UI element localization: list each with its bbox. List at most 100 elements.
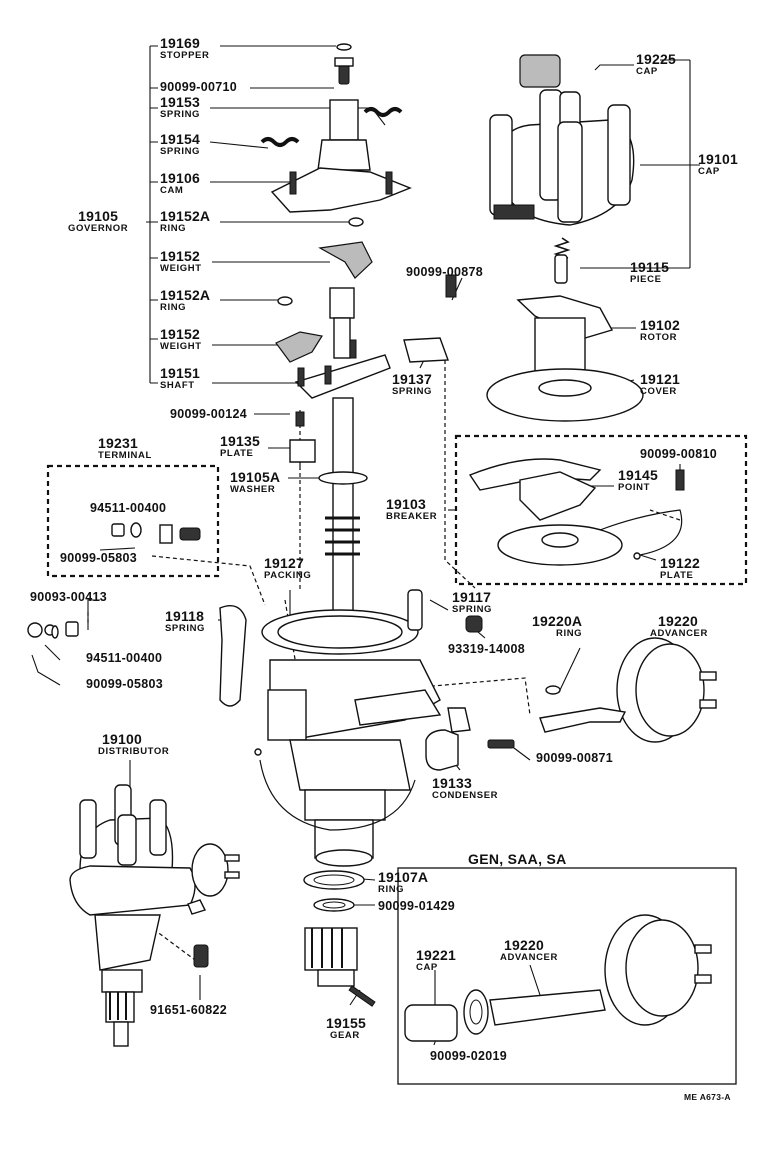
part-name: SHAFT xyxy=(160,380,195,391)
governor-bracket xyxy=(146,45,158,384)
part-name: PIECE xyxy=(630,274,662,285)
part-name: CAM xyxy=(160,185,184,196)
part-name: SPRING xyxy=(160,146,201,157)
part-number: 90099-00124 xyxy=(170,407,247,421)
callout-91651-60822: 91651-60822 xyxy=(150,1004,227,1017)
terminal-small-parts xyxy=(27,522,201,639)
part-name: SPRING xyxy=(165,623,206,634)
diagram-code: ME A673-A xyxy=(684,1092,731,1102)
part-number: 19118 xyxy=(165,608,205,624)
part-number: 19152A xyxy=(160,208,211,224)
part-number: 19133 xyxy=(432,775,472,791)
part-name: CONDENSER xyxy=(432,790,499,801)
part-number: 19152 xyxy=(160,248,200,264)
part-number: 94511-00400 xyxy=(86,651,163,665)
rotor-cover-parts xyxy=(403,274,644,422)
part-number: 19221 xyxy=(416,947,456,963)
part-name: COVER xyxy=(640,386,677,397)
part-number: 19102 xyxy=(640,317,680,333)
callout-94511-00400-box: 94511-00400 xyxy=(90,502,166,515)
part-name: SPRING xyxy=(160,109,201,120)
callout-90099-00124: 90099-00124 xyxy=(170,408,247,421)
part-number: 19151 xyxy=(160,365,200,381)
part-name: RING xyxy=(160,302,187,313)
part-number: 19105A xyxy=(230,469,281,485)
callout-90099-00871: 90099-00871 xyxy=(536,752,613,765)
part-name: BREAKER xyxy=(386,511,438,522)
part-number: 90099-00871 xyxy=(536,751,613,765)
callout-90099-00878: 90099-00878 xyxy=(406,266,483,279)
part-number: 19153 xyxy=(160,94,200,110)
part-number: 90099-00710 xyxy=(160,80,237,94)
part-name: ADVANCER xyxy=(650,628,708,639)
part-number: 19105 xyxy=(78,208,119,224)
part-name: POINT xyxy=(618,482,651,493)
callout-90099-01429: 90099-01429 xyxy=(378,900,455,913)
callout-94511-00400: 94511-00400 xyxy=(86,652,162,665)
callout-90099-00810: 90099-00810 xyxy=(640,448,717,461)
advancer-part xyxy=(465,615,717,749)
part-name: CAP xyxy=(416,962,438,973)
part-name: PLATE xyxy=(220,448,254,459)
part-name: WASHER xyxy=(230,484,276,495)
gear-ring-parts xyxy=(303,870,376,1007)
part-number: 90099-05803 xyxy=(60,551,137,565)
variant-group-box xyxy=(397,867,737,1085)
part-number: 19231 xyxy=(98,435,138,451)
callout-93319-14008: 93319-14008 xyxy=(448,643,525,656)
part-number: 19106 xyxy=(160,170,200,186)
part-number: 19121 xyxy=(640,371,680,387)
part-number: 90093-00413 xyxy=(30,590,107,604)
callout-90099-05803: 90099-05803 xyxy=(86,678,163,691)
part-number: 19117 xyxy=(452,589,492,605)
complete-distributor-part xyxy=(69,784,240,1047)
part-number: 19220 xyxy=(658,613,698,629)
part-name: GEAR xyxy=(330,1030,360,1041)
terminal-group-box xyxy=(46,464,220,578)
part-number: 90099-02019 xyxy=(430,1049,507,1063)
part-number: 90099-00878 xyxy=(406,265,483,279)
breaker-parts xyxy=(468,458,685,566)
part-number: 19103 xyxy=(386,496,426,512)
part-name: STOPPER xyxy=(160,50,210,61)
callout-90099-00710: 90099-00710 xyxy=(160,81,237,94)
part-name: SPRING xyxy=(392,386,433,397)
part-number: 19220A xyxy=(532,613,583,629)
part-number: 19169 xyxy=(160,35,200,51)
part-name: DISTRIBUTOR xyxy=(98,746,170,757)
part-number: 19154 xyxy=(160,131,200,147)
part-name: WEIGHT xyxy=(160,263,202,274)
part-number: 19127 xyxy=(264,555,304,571)
part-number: 19225 xyxy=(636,51,676,67)
callout-90099-02019: 90099-02019 xyxy=(430,1050,507,1063)
part-name: GOVERNOR xyxy=(68,223,129,234)
part-number: 19152A xyxy=(160,287,211,303)
part-number: 91651-60822 xyxy=(150,1003,227,1017)
